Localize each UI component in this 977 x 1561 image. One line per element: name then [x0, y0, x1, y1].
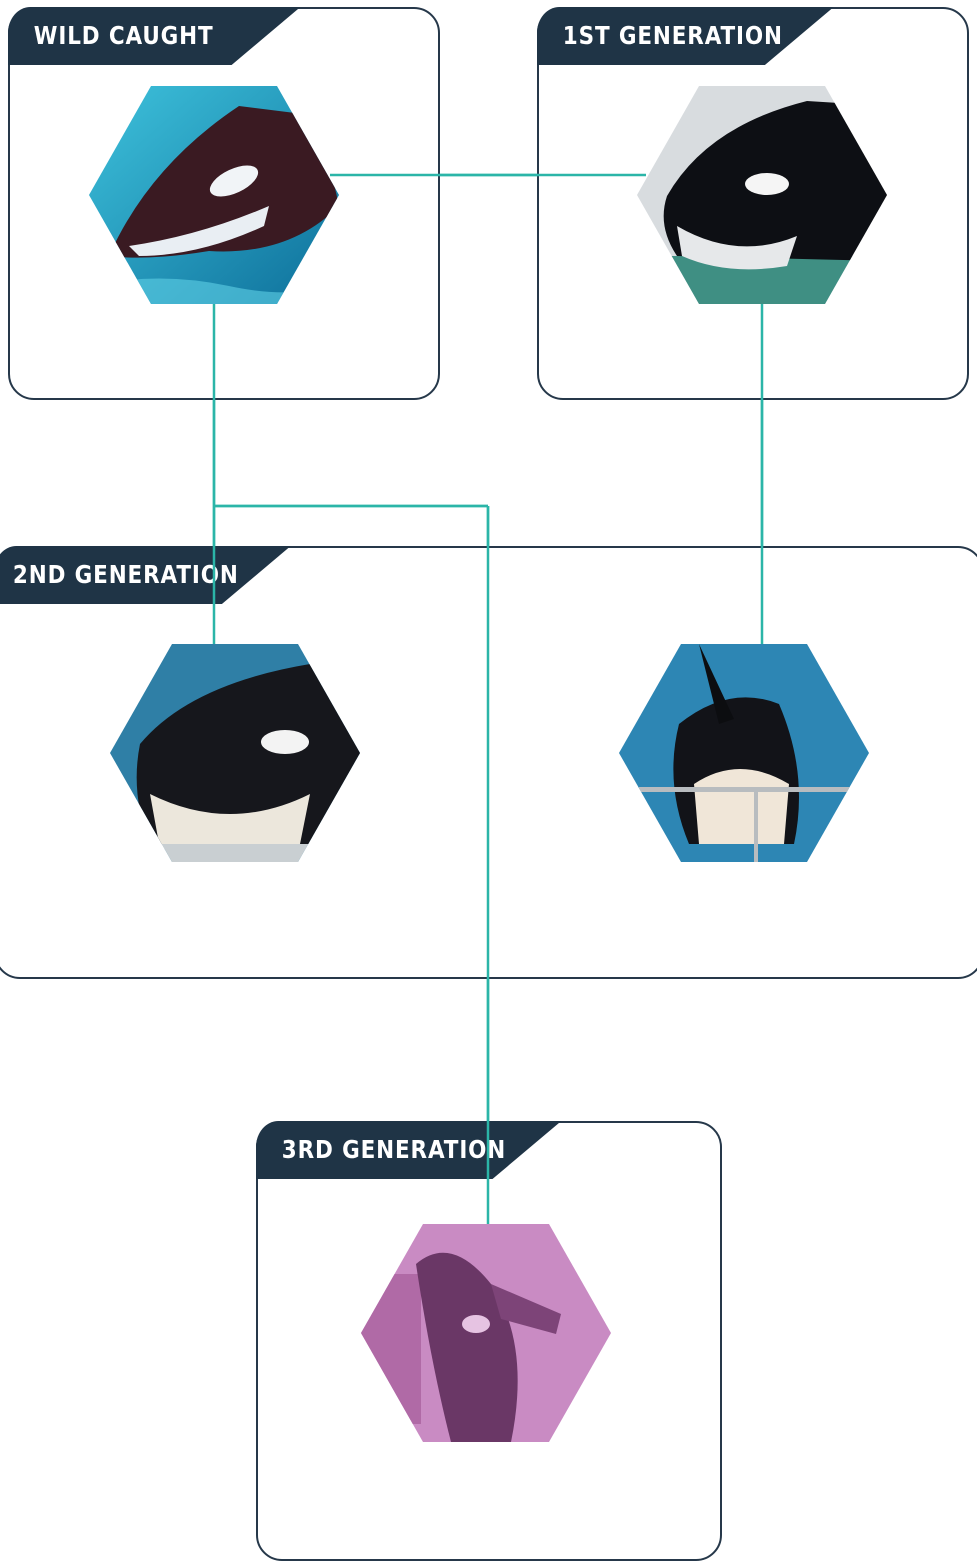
first-generation-label: 1ST GENERATION: [537, 7, 834, 65]
second-generation-orca-photo-left: [110, 644, 360, 862]
wild-caught-label: WILD CAUGHT: [8, 7, 300, 65]
third-generation-orca-photo: [361, 1224, 611, 1442]
third-generation-label: 3RD GENERATION: [256, 1121, 561, 1179]
wild-caught-orca-photo: [89, 86, 339, 304]
first-generation-orca-photo: [637, 86, 887, 304]
second-generation-orca-photo-right: [619, 644, 869, 862]
second-generation-label: 2ND GENERATION: [0, 546, 291, 604]
